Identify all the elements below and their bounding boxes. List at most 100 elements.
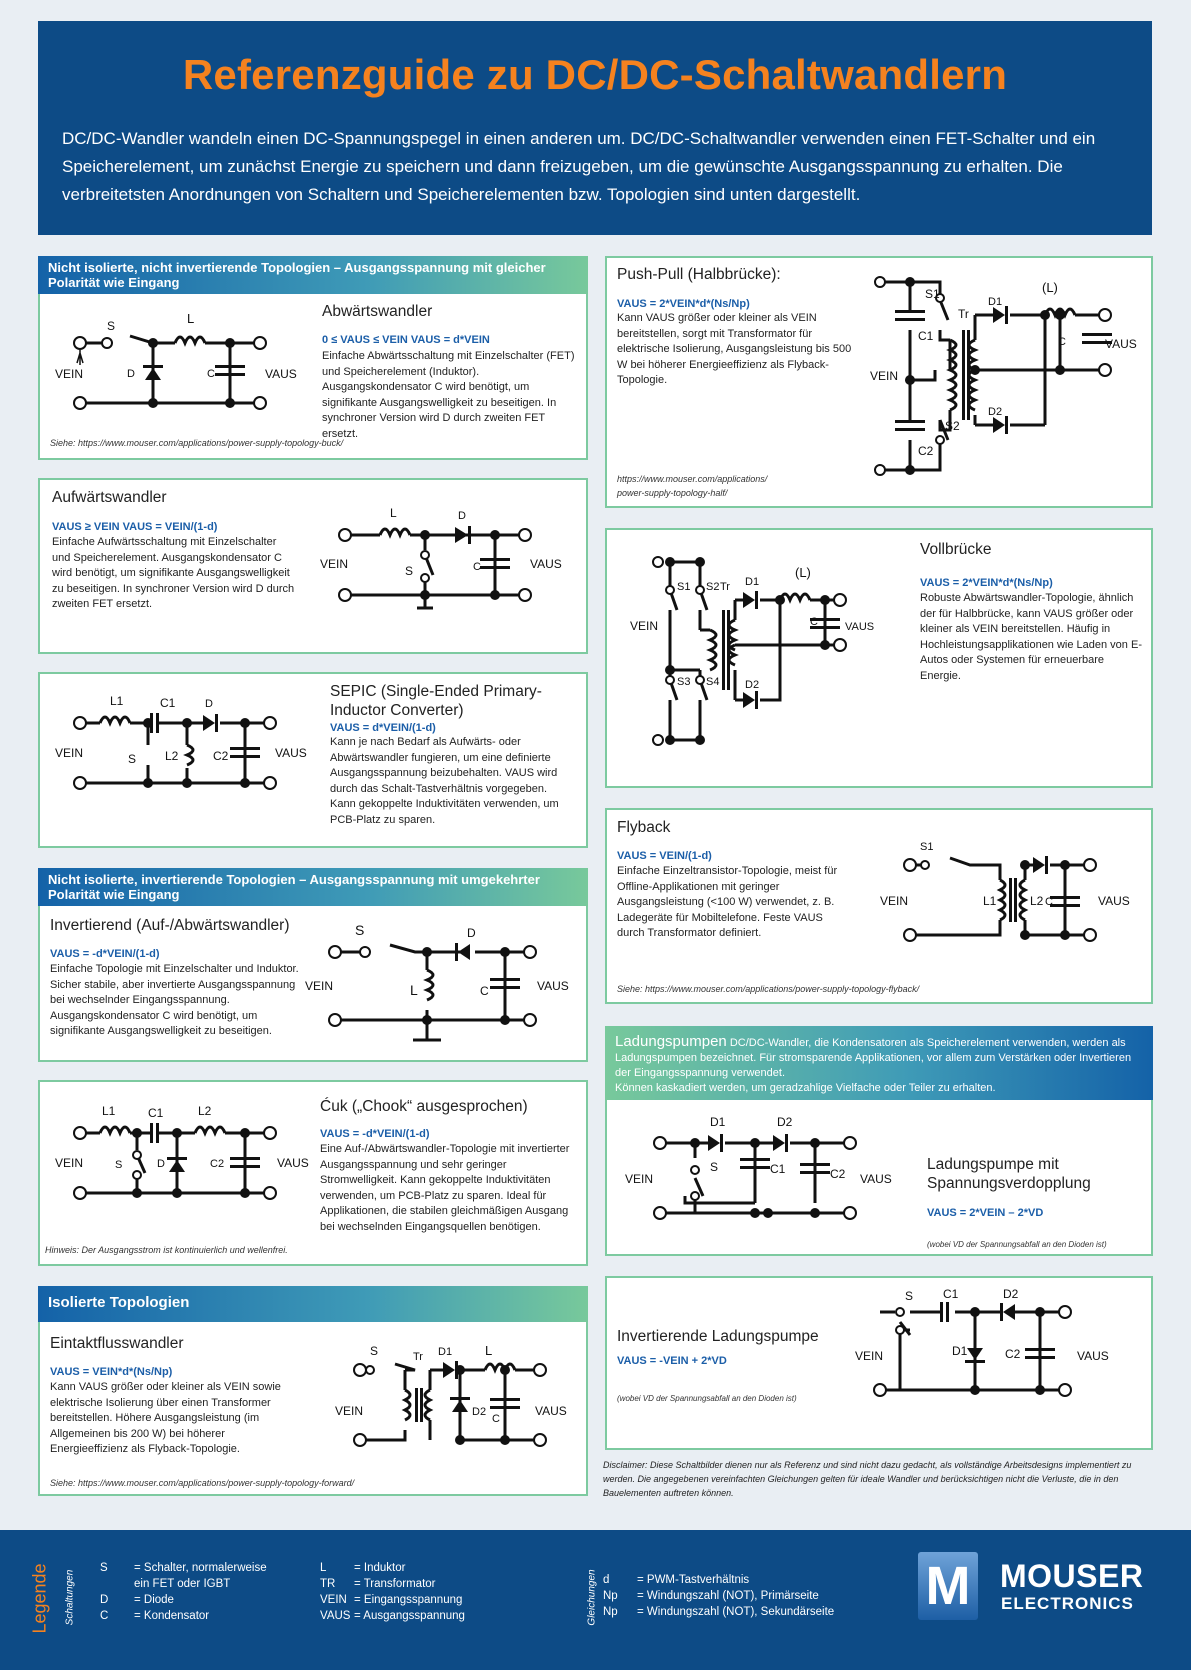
legend-item: VAUS= Ausgangsspannung [320, 1608, 620, 1624]
cuk-title: Ćuk („Chook“ ausgesprochen) [320, 1098, 528, 1115]
svg-text:L: L [410, 982, 418, 998]
buck-desc: Einfache Abwärtsschaltung mit Einzelscha… [322, 350, 575, 440]
mouser-logo-mark[interactable]: M [918, 1552, 978, 1620]
svg-text:S: S [115, 1159, 122, 1171]
legend-item: D= Diode [100, 1592, 400, 1608]
cuk-formula: VAUS = -d*VEIN/(1-d) [320, 1128, 430, 1140]
svg-text:VEIN: VEIN [335, 1404, 363, 1418]
svg-text:D2: D2 [1003, 1287, 1019, 1301]
sepic-title: SEPIC (Single-Ended Primary-Inductor Con… [330, 683, 542, 719]
svg-text:L: L [485, 1343, 492, 1358]
svg-text:(L): (L) [1042, 280, 1058, 295]
inv-cp-formula: VAUS = -VEIN + 2*VD [617, 1355, 727, 1367]
svg-text:VAUS: VAUS [277, 1156, 309, 1170]
svg-text:C1: C1 [943, 1287, 959, 1301]
legend-title-wrap: Legende [22, 1550, 52, 1650]
circuits-label-wrap: Schaltungen [55, 1550, 85, 1650]
doubler-title-2: Spannungsverdopplung [927, 1175, 1091, 1192]
cuk-panel [38, 1080, 588, 1266]
svg-text:C2: C2 [1005, 1347, 1021, 1361]
svg-text:L1: L1 [102, 1104, 116, 1118]
svg-text:C2: C2 [210, 1158, 224, 1170]
svg-text:C: C [1058, 336, 1066, 348]
svg-text:VEIN: VEIN [880, 894, 908, 908]
legend-key: VAUS [320, 1610, 351, 1622]
flyback-link[interactable]: Siehe: https://www.mouser.com/applicatio… [617, 984, 920, 994]
svg-text:S: S [355, 922, 364, 938]
svg-text:VEIN: VEIN [870, 369, 898, 383]
pushpull-link-2[interactable]: power-supply-topology-half/ [617, 488, 728, 498]
svg-text:C1: C1 [160, 696, 176, 710]
svg-text:D1: D1 [952, 1344, 968, 1358]
legend-key: L [320, 1562, 327, 1574]
svg-text:C1: C1 [148, 1106, 164, 1120]
pushpull-formula: VAUS = 2*VEIN*d*(Ns/Np) [617, 298, 750, 310]
equations-label: Gleichungen [586, 1569, 598, 1626]
svg-text:Tr: Tr [720, 581, 730, 593]
legend-value: = PWM-Tastverhältnis [637, 1574, 750, 1586]
pushpull-title: Push-Pull (Halbbrücke): [617, 266, 781, 283]
legend-key: TR [320, 1578, 336, 1590]
legend-value: = Kondensator [134, 1610, 210, 1622]
svg-text:VAUS: VAUS [537, 979, 569, 993]
svg-text:D2: D2 [745, 679, 759, 691]
svg-text:C: C [480, 984, 489, 998]
legend-item: S = Schalter, normalerweise [100, 1560, 400, 1576]
legend-value: = Windungszahl (NOT), Sekundärseite [637, 1606, 835, 1618]
intro-text: DC/DC-Wandler wandeln einen DC-Spannungs… [62, 129, 1096, 204]
section-isolated: Isolierte Topologien [38, 1286, 588, 1322]
svg-text:D: D [157, 1158, 165, 1170]
svg-text:S: S [905, 1289, 913, 1303]
svg-text:L1: L1 [983, 894, 997, 908]
legend-value: = Windungszahl (NOT), Primärseite [637, 1590, 819, 1602]
disclaimer: Disclaimer: Diese Schaltbilder dienen nu… [603, 1460, 1132, 1498]
svg-text:S: S [128, 752, 136, 766]
doubler-title-1: Ladungspumpe mit [927, 1156, 1059, 1173]
svg-text:C2: C2 [918, 444, 934, 458]
svg-text:S: S [370, 1344, 378, 1358]
forward-link[interactable]: Siehe: https://www.mouser.com/applicatio… [50, 1478, 355, 1488]
svg-text:S2: S2 [945, 419, 960, 433]
svg-text:C2: C2 [830, 1167, 846, 1181]
sepic-formula: VAUS = d*VEIN/(1-d) [330, 722, 436, 734]
svg-text:VEIN: VEIN [855, 1349, 883, 1363]
page-title: Referenzguide zu DC/DC-Schaltwandlern [182, 51, 1008, 98]
logo-letter: M [925, 1556, 971, 1616]
forward-desc: Kann VAUS größer oder kleiner als VEIN s… [50, 1381, 281, 1455]
svg-text:C: C [810, 616, 818, 628]
pushpull-link-1[interactable]: https://www.mouser.com/applications/ [617, 474, 768, 484]
flyback-title: Flyback [617, 819, 671, 836]
legend-item: L = Induktor [320, 1560, 620, 1576]
fullbridge-desc: Robuste Abwärtswandler-Topologie, ähnlic… [920, 592, 1142, 682]
legend-key: C [100, 1610, 109, 1622]
svg-text:C1: C1 [918, 329, 934, 343]
legend-key: S [100, 1562, 108, 1574]
fullbridge-title: Vollbrücke [920, 541, 992, 558]
legend-value: = Induktor [354, 1562, 406, 1574]
flyback-formula: VAUS = VEIN/(1-d) [617, 850, 712, 862]
inverting-desc: Einfache Topologie mit Einzelschalter un… [50, 963, 299, 1037]
legend-value: = Schalter, normalerweise [134, 1562, 267, 1574]
svg-text:VAUS: VAUS [1077, 1349, 1109, 1363]
legend-item: Np= Windungszahl (NOT), Primärseite [603, 1588, 903, 1604]
buck-link[interactable]: Siehe: https://www.mouser.com/applicatio… [50, 438, 344, 448]
svg-text:D1: D1 [988, 296, 1002, 308]
svg-text:C: C [207, 368, 215, 380]
svg-text:Tr: Tr [413, 1351, 423, 1363]
legend-title: Legende [29, 1563, 50, 1634]
chargepump-intro2: Können kaskadiert werden, um geradzahlig… [615, 1082, 996, 1094]
svg-text:L2: L2 [165, 749, 179, 763]
inv-cp-title: Invertierende Ladungspumpe [617, 1328, 819, 1345]
boost-formula: VAUS ≥ VEIN VAUS = VEIN/(1-d) [52, 521, 218, 533]
boost-title: Aufwärtswandler [52, 489, 167, 506]
forward-title: Eintaktflusswandler [50, 1335, 184, 1352]
svg-text:D: D [467, 926, 476, 940]
svg-text:S1: S1 [920, 841, 933, 853]
